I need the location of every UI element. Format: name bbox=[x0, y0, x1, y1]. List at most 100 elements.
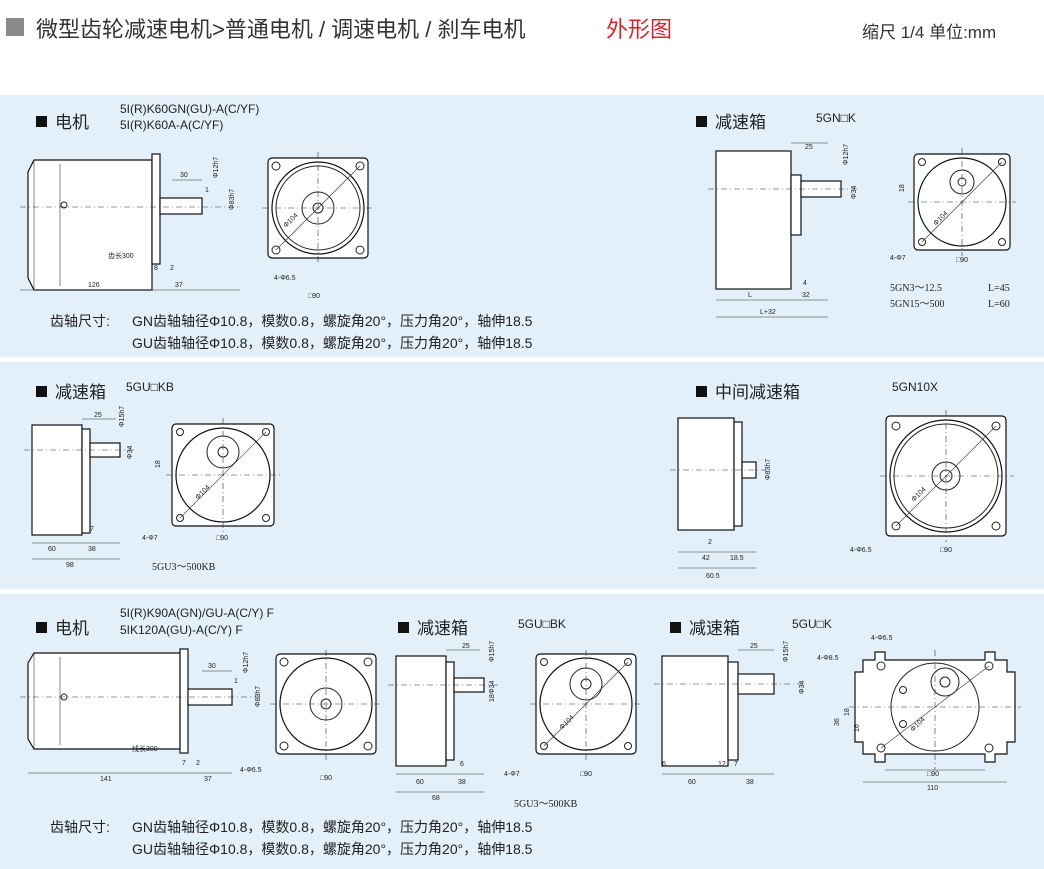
s2-gearbox-front-view: 18 Φ104 4-Φ7 □90 bbox=[142, 418, 280, 542]
s3-gear2-front-view-dimension-label: 110 bbox=[927, 785, 938, 792]
s1-gear-table-1b: L=45 bbox=[988, 283, 1010, 294]
s3-motor-front-view-dimension-label: 4-Φ6.5 bbox=[240, 767, 262, 774]
s1-gearbox-side-view-dimension-label: 4 bbox=[803, 280, 807, 287]
s1-motor-front-view-dimension-label: 4-Φ6.5 bbox=[274, 275, 296, 282]
s1-motor-side-view-drawing-line bbox=[151, 153, 161, 265]
s2-gearbox-side-view-drawing-line bbox=[31, 424, 83, 536]
s3-motor-side-view-dimension-label: 1 bbox=[234, 678, 238, 685]
s2-gearbox-side-view-dimension-label: 38 bbox=[88, 546, 96, 553]
s3-gear2-label-text: 减速箱 bbox=[689, 619, 740, 638]
s2-gearbox-side-view-dimension-label: 60 bbox=[48, 546, 56, 553]
s1-motor-side-view-dimension-label: Φ12h7 bbox=[213, 157, 220, 178]
s2-gearbox-front-view-dimension-label: 18 bbox=[155, 460, 162, 468]
s2-gearbox-front-view-drawing-line bbox=[262, 428, 270, 436]
s2-gearbox-front-view-dimension-label: □90 bbox=[216, 535, 228, 542]
s3-motor-side-view-dimension-label: 2 bbox=[196, 760, 200, 767]
s3-gear2-front-view-drawing-line bbox=[899, 720, 907, 728]
s1-motor-front-view: Φ104 4-Φ6.5 □90 bbox=[262, 152, 374, 300]
s1-spec-label: 齿轴尺寸: bbox=[50, 313, 110, 329]
bullet-square-icon bbox=[398, 622, 409, 633]
s1-gearbox-front-view-dimension-label: 18 bbox=[899, 184, 906, 192]
s3-gear1-front-view-drawing-line bbox=[624, 742, 632, 750]
s1-motor-side-view-drawing-line bbox=[27, 159, 153, 291]
scale-unit-note: 缩尺 1/4 单位:mm bbox=[862, 23, 997, 42]
s2-mid-side-view-dimension-label: Φ83h7 bbox=[765, 459, 772, 480]
s3-gear2-front-view-dimension-label: 18 bbox=[844, 708, 851, 716]
s1-motor-side-view-drawing-line bbox=[159, 197, 203, 215]
s2-gearbox-side-view-dimension-label: Φ34 bbox=[127, 446, 134, 459]
s3-gear1-front-view-dimension-label: 4-Φ7 bbox=[504, 771, 520, 778]
s3-motor-side-view-dimension-label: 30 bbox=[208, 663, 216, 670]
s3-gear2-front-view-dimension-label: □90 bbox=[927, 771, 939, 778]
bullet-square-icon bbox=[36, 386, 47, 397]
s3-gear1-note: 5GU3～500KB bbox=[514, 799, 578, 810]
s3-gear1-front-view-drawing-line bbox=[540, 658, 548, 666]
s2-mid-front-view: Φ104 4-Φ6.5 □90 bbox=[850, 410, 1014, 554]
s2-mid-front-view-drawing-line bbox=[939, 469, 953, 483]
s3-gear2-front-view-dimension-label: 4-Φ8.5 bbox=[817, 655, 839, 662]
s3-gear2-model: 5GU□K bbox=[792, 617, 832, 631]
s1-gearbox-front-view-drawing-line bbox=[918, 238, 926, 246]
s1-gearbox-side-view-dimension-label: Φ34 bbox=[851, 186, 858, 199]
s2-mid-front-view-dimension-label: □90 bbox=[940, 547, 952, 554]
s3-motor-front-view-drawing-line bbox=[363, 657, 373, 667]
s3-gear2-side-view-drawing-line bbox=[661, 655, 729, 767]
s2-mid-side-view-drawing-line bbox=[733, 421, 743, 527]
s3-motor-side-view-dimension-label: 37 bbox=[204, 776, 212, 783]
s2-gearbox-front-view-dimension-label: 4-Φ7 bbox=[142, 535, 158, 542]
s1-gearbox-side-view-dimension-label: L+32 bbox=[760, 309, 776, 316]
s1-gear-table-2a: 5GN15～500 bbox=[890, 299, 945, 310]
s2-gearbox-side-view-dimension-label: Φ15h7 bbox=[119, 406, 126, 427]
s1-gear-model: 5GN□K bbox=[816, 111, 856, 125]
s3-gear1-side-view-dimension-label: 25 bbox=[462, 643, 470, 650]
s2-gear-label: 减速箱 bbox=[36, 378, 106, 403]
s3-spec-label: 齿轴尺寸: bbox=[50, 819, 110, 835]
s1-gear-table-1a: 5GN3～12.5 bbox=[890, 283, 942, 294]
s2-gearbox-side-view-dimension-label: 98 bbox=[66, 562, 74, 569]
s3-motor-front-view-drawing-line bbox=[279, 741, 289, 751]
s3-gear2-side-view-dimension-label: Φ34 bbox=[799, 681, 806, 694]
section-1-panel bbox=[0, 95, 1044, 357]
s3-motor-side-view-dimension-label: 7 bbox=[182, 760, 186, 767]
page-title-highlight: 外形图 bbox=[606, 17, 673, 42]
s2-mid-side-view: Φ83h7 2 42 18.5 60.5 bbox=[670, 417, 772, 580]
s1-gearbox-side-view-drawing-line bbox=[790, 174, 802, 236]
s1-gearbox-front-view-dimension-label: 4-Φ7 bbox=[890, 255, 906, 262]
s3-motor-side-view-dimension-label: 线长300 bbox=[132, 744, 158, 753]
s1-motor-front-view-drawing-line bbox=[355, 245, 365, 255]
s2-gear-model: 5GU□KB bbox=[126, 380, 174, 394]
s2-gearbox-side-view: 25 Φ15h7 Φ34 7 60 38 98 bbox=[24, 406, 136, 569]
s3-motor-side-view-drawing-line bbox=[179, 648, 189, 754]
s1-motor-side-view-dimension-label: 8 bbox=[154, 265, 158, 272]
s2-gearbox-side-view-drawing-line bbox=[81, 428, 91, 534]
s1-gearbox-side-view: 25 Φ12h7 Φ34 4 L 32 L+32 bbox=[708, 142, 858, 318]
s2-mid-front-view-drawing-line bbox=[891, 521, 901, 531]
s3-gear1-front-view-dimension-label: □90 bbox=[580, 771, 592, 778]
s3-gear2-front-view-drawing-line bbox=[876, 661, 886, 671]
bullet-square-icon bbox=[696, 386, 707, 397]
s1-gearbox-front-view-drawing-line bbox=[921, 161, 1003, 243]
bullet-square-icon bbox=[36, 116, 47, 127]
s3-gear2-side-view-dimension-label: 12 bbox=[718, 761, 726, 768]
s3-motor-side-view: 30 1 Φ12h7 Φ83h7 线长300 7 2 141 37 bbox=[20, 648, 262, 783]
s2-mid-model: 5GN10X bbox=[892, 380, 939, 394]
s1-motor-front-view-drawing-line bbox=[355, 161, 365, 171]
s1-spec-line-2: GU齿轴轴径Φ10.8，模数0.8，螺旋角20°，压力角20°，轴伸18.5 bbox=[132, 335, 533, 351]
s3-gear2-side-view-dimension-label: 7 bbox=[734, 761, 738, 768]
s3-gear2-front-view-drawing-line bbox=[899, 686, 907, 694]
s3-motor-model-1: 5I(R)K90A(GN)/GU-A(C/Y) F bbox=[120, 606, 275, 620]
s3-gear1-label: 减速箱 bbox=[398, 614, 468, 639]
s3-gear1-front-view-drawing-line bbox=[543, 661, 629, 747]
s3-motor-front-view-dimension-label: □90 bbox=[320, 775, 332, 782]
s1-motor-label-text: 电机 bbox=[55, 113, 89, 132]
s1-gearbox-front-view-drawing-line bbox=[918, 158, 926, 166]
s3-gear2-front-view-drawing-line bbox=[876, 743, 886, 753]
s3-gear1-side-view-dimension-label: 38 bbox=[458, 779, 466, 786]
s3-gear2-side-view-drawing-line bbox=[737, 673, 775, 695]
s3-gear2-front-view: 4-Φ6.5 4-Φ8.5 36 18 16 Φ104 □90 110 bbox=[817, 635, 1021, 792]
s1-gearbox-front-view: 18 Φ104 4-Φ7 □90 bbox=[890, 148, 1016, 264]
s2-mid-front-view-drawing-line bbox=[891, 421, 901, 431]
s2-mid-front-view-drawing-line bbox=[991, 421, 1001, 431]
s2-mid-label: 中间减速箱 bbox=[696, 378, 800, 403]
s3-gear2-side-view-dimension-label: Φ15h7 bbox=[783, 641, 790, 662]
